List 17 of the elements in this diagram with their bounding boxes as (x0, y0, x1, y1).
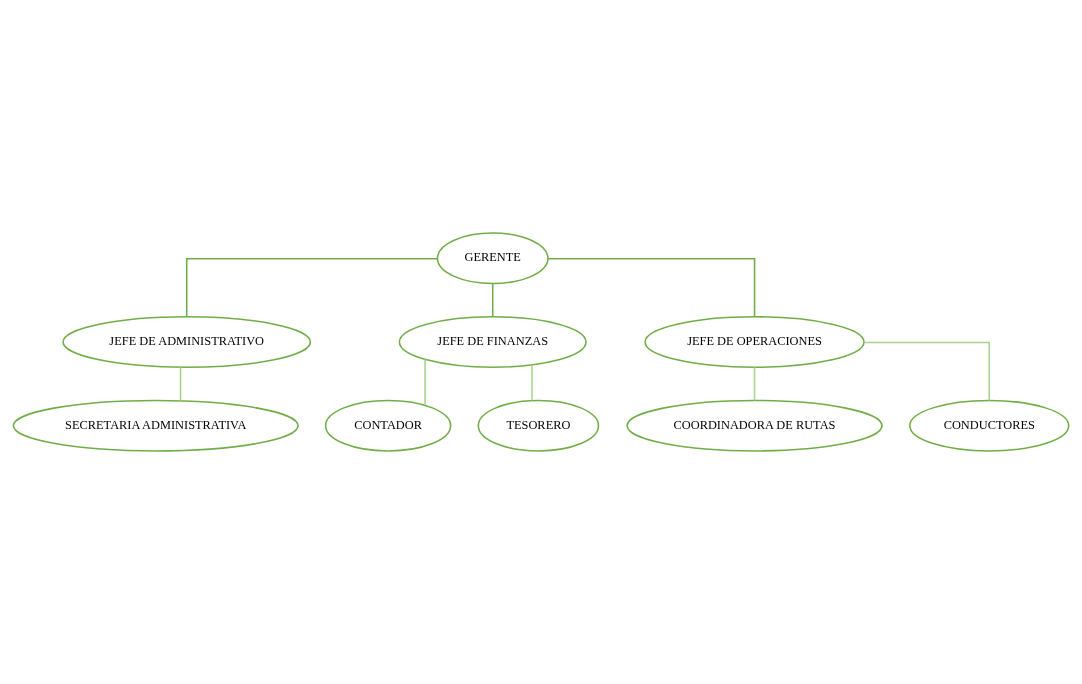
connector (185, 258, 439, 318)
connector (531, 364, 533, 402)
node-ellipse: CONTADOR (324, 399, 452, 452)
node-ellipse: SECRETARIA ADMINISTRATIVA (12, 399, 299, 452)
connector (179, 366, 182, 402)
node-ellipse: JEFE DE ADMINISTRATIVO (62, 316, 312, 368)
node-ellipse: JEFE DE OPERACIONES (644, 316, 865, 368)
node-ellipse: CONDUCTORES (909, 399, 1070, 452)
connector (863, 341, 991, 402)
node-ellipse: COORDINADORA DE RUTAS (626, 399, 883, 452)
connector (491, 282, 494, 318)
node-ellipse: GERENTE (436, 232, 549, 285)
connector (424, 358, 426, 406)
connector (753, 366, 756, 402)
node-ellipse: JEFE DE FINANZAS (398, 316, 587, 368)
node-ellipse: TESORERO (477, 399, 600, 452)
connector (547, 258, 756, 318)
